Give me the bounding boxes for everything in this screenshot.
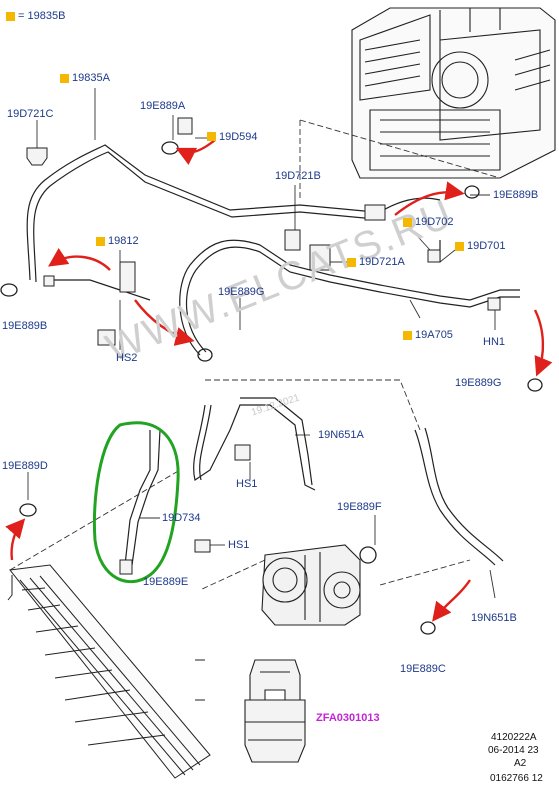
- label-HS2[interactable]: HS2: [116, 352, 138, 364]
- footer-sheet: A2: [514, 758, 527, 769]
- label-HS1-b[interactable]: HS1: [228, 539, 250, 551]
- legend-marker: [6, 12, 15, 21]
- label-19A705[interactable]: 19A705: [415, 329, 453, 341]
- label-19D721A[interactable]: 19D721A: [359, 256, 405, 268]
- condenser: [7, 564, 211, 779]
- legend-text: = 19835B: [18, 10, 66, 22]
- label-19D721B[interactable]: 19D721B: [275, 170, 321, 182]
- label-HN1[interactable]: HN1: [483, 336, 506, 348]
- marker-19D702: [403, 218, 412, 227]
- label-19E889A[interactable]: 19E889A: [140, 100, 186, 112]
- callout-lines: [27, 88, 496, 719]
- footer-number: 0162766 12: [490, 773, 543, 784]
- red-arrows: [5, 139, 553, 622]
- leader-lines: [9, 119, 501, 591]
- marker-19812: [96, 237, 105, 246]
- label-ZFA0301013[interactable]: ZFA0301013: [316, 712, 380, 724]
- label-19D702[interactable]: 19D702: [415, 216, 454, 228]
- marker-19835A: [60, 74, 69, 83]
- marker-19D594: [207, 132, 216, 141]
- footer-date: 06-2014 23: [488, 745, 539, 756]
- marker-19A705: [403, 331, 412, 340]
- label-19E889B-left[interactable]: 19E889B: [2, 320, 48, 332]
- label-19E889B-top[interactable]: 19E889B: [493, 189, 539, 201]
- label-19E889F[interactable]: 19E889F: [337, 501, 382, 513]
- label-HS1-a[interactable]: HS1: [236, 478, 258, 490]
- label-19812[interactable]: 19812: [108, 235, 139, 247]
- label-19N651B[interactable]: 19N651B: [471, 612, 517, 624]
- label-19835A[interactable]: 19835A: [72, 72, 110, 84]
- hvac-unit: [351, 7, 556, 179]
- ac-compressor: [261, 544, 361, 626]
- footer-ref: 4120222A: [491, 732, 537, 743]
- label-19E889E[interactable]: 19E889E: [143, 576, 189, 588]
- label-19D701[interactable]: 19D701: [467, 240, 506, 252]
- label-19E889D[interactable]: 19E889D: [2, 460, 48, 472]
- dryer-bottle: [244, 659, 306, 763]
- refrigerant-lines: [26, 144, 520, 566]
- label-19N651A[interactable]: 19N651A: [318, 429, 364, 441]
- label-19E889C[interactable]: 19E889C: [400, 663, 446, 675]
- label-19E889G-mid[interactable]: 19E889G: [218, 286, 265, 298]
- label-19E889G-right[interactable]: 19E889G: [455, 377, 502, 389]
- small-parts: [26, 117, 501, 575]
- marker-19D701: [455, 242, 464, 251]
- label-19D734[interactable]: 19D734: [162, 512, 201, 524]
- marker-19D721A: [347, 258, 356, 267]
- label-19D721C[interactable]: 19D721C: [7, 108, 54, 120]
- highlight-outline: [92, 421, 180, 584]
- label-19D594[interactable]: 19D594: [219, 131, 258, 143]
